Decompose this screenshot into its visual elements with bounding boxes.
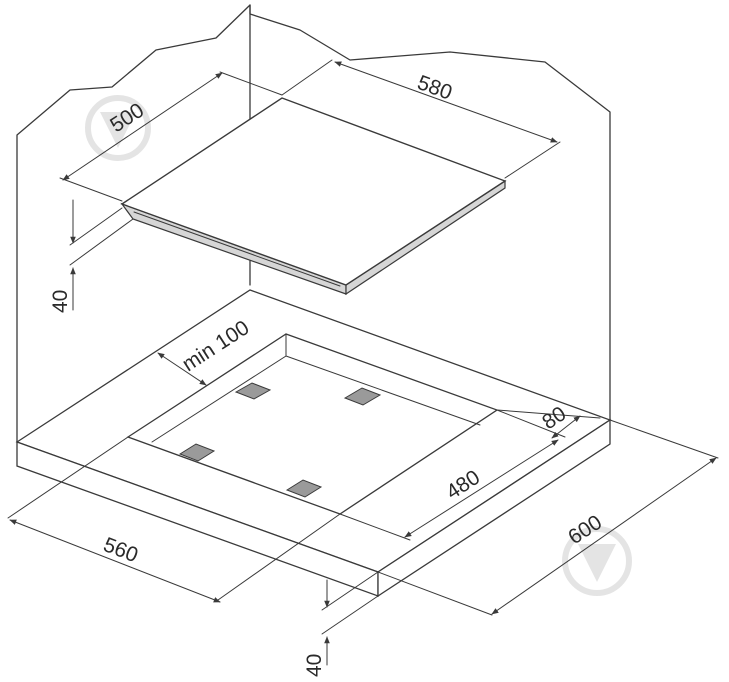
label-countertop-thickness: 40 — [303, 654, 326, 677]
label-hob-width: 580 — [414, 71, 455, 105]
dimension-lines — [7, 59, 719, 666]
bracket-front-right — [285, 479, 323, 498]
bracket-front-left — [178, 443, 216, 462]
mounting-brackets — [178, 382, 382, 498]
bracket-back-right — [343, 387, 382, 406]
hob-appliance — [120, 97, 507, 296]
label-cutout-width: 560 — [100, 533, 141, 567]
label-hob-height: 40 — [49, 290, 72, 313]
bracket-back-left — [234, 382, 272, 400]
cabinet-walls — [16, 4, 611, 443]
